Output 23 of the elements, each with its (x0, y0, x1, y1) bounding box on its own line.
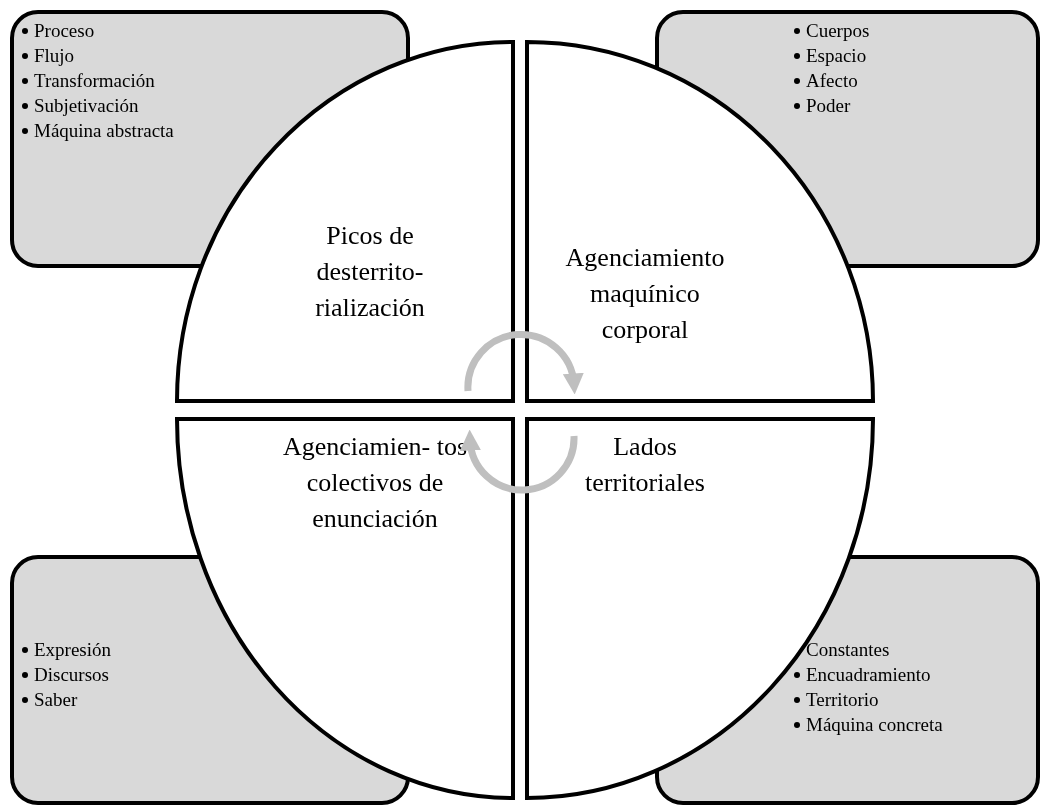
bullet-item: Subjetivación (22, 93, 174, 118)
segment-title: Agenciamiento maquínico corporal (564, 242, 726, 346)
segment-title: Lados territoriales (584, 431, 706, 499)
bullet-item: Máquina concreta (794, 712, 943, 737)
bullet-item: Afecto (794, 68, 870, 93)
bullet-item: Transformación (22, 68, 174, 93)
bullet-item: Cuerpos (794, 18, 870, 43)
quarter-circle-segment (175, 417, 515, 800)
segment-title: Picos de desterrito- rialización (314, 220, 426, 324)
quarter-circle-segment (525, 40, 875, 403)
cycle-arrow (464, 330, 584, 395)
bullet-item: Flujo (22, 43, 174, 68)
cycle-arrow (460, 429, 578, 494)
quarter-circle-segment (175, 40, 515, 403)
bullet-item: Discursos (22, 662, 112, 687)
bullet-item: Máquina abstracta (22, 118, 174, 143)
bullet-item: Territorio (794, 687, 943, 712)
bullet-item: Expresión (22, 637, 112, 662)
bullet-item: Poder (794, 93, 870, 118)
bullet-item: Saber (22, 687, 112, 712)
bullet-item: Espacio (794, 43, 870, 68)
bullet-item: Encuadramiento (794, 662, 943, 687)
bullet-item: Proceso (22, 18, 174, 43)
